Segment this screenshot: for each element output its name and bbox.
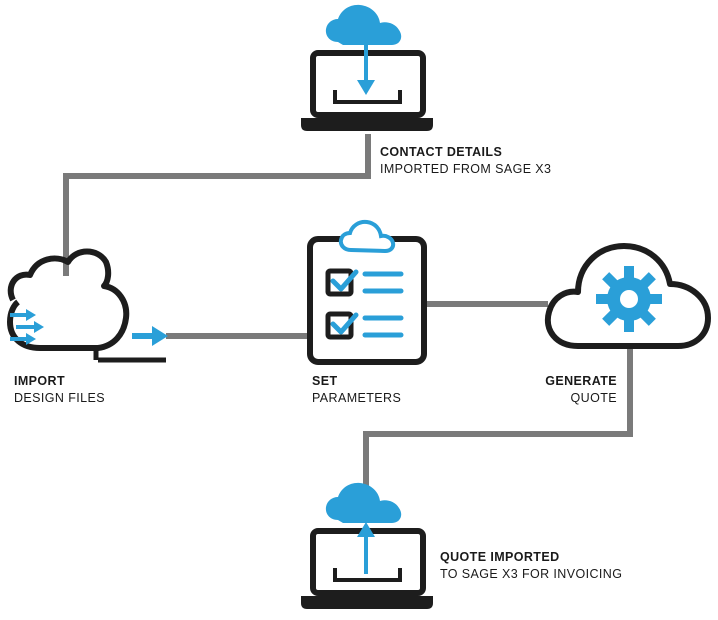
label-contact-details: CONTACT DETAILS IMPORTED FROM SAGE X3 <box>380 144 551 178</box>
laptop-cloud-download-icon <box>301 4 433 131</box>
checkmark-1 <box>330 269 359 292</box>
connector-contact-to-import <box>63 134 371 276</box>
import-forward-arrow-icon <box>132 326 168 346</box>
clipboard-board <box>307 236 427 365</box>
checkbox-2 <box>325 311 354 340</box>
label-title: GENERATE <box>545 374 617 388</box>
tray-bottom <box>333 568 402 582</box>
label-subtitle: IMPORTED FROM SAGE X3 <box>380 162 552 176</box>
connector-generate-to-quote <box>363 346 633 486</box>
laptop-base <box>301 118 433 131</box>
gear-icon <box>596 266 662 332</box>
clipboard-checklist-icon <box>307 219 427 365</box>
tray <box>333 90 402 104</box>
laptop-base-bottom <box>301 596 433 609</box>
label-subtitle: PARAMETERS <box>312 391 402 405</box>
label-generate: GENERATE QUOTE <box>545 373 617 407</box>
gear-cloud-outline <box>544 243 711 349</box>
cloud-top <box>325 4 402 45</box>
cloud-gear-icon <box>544 243 711 349</box>
label-title: QUOTE IMPORTED <box>440 550 560 564</box>
label-title: IMPORT <box>14 374 66 388</box>
label-subtitle: DESIGN FILES <box>14 391 105 405</box>
cloud-bottom <box>325 482 402 523</box>
clipboard-cloud-clip <box>338 219 396 254</box>
label-quote-imported: QUOTE IMPORTED TO SAGE X3 FOR INVOICING <box>440 549 622 583</box>
label-set: SET PARAMETERS <box>312 373 401 407</box>
label-import: IMPORT DESIGN FILES <box>14 373 105 407</box>
laptop-cloud-upload-icon <box>301 482 433 609</box>
label-subtitle: QUOTE <box>570 391 617 405</box>
download-arrow-head <box>357 80 375 95</box>
checklist-lines <box>362 271 404 338</box>
import-cloud-outline <box>7 248 130 351</box>
connectors <box>63 134 633 486</box>
label-subtitle: TO SAGE X3 FOR INVOICING <box>440 567 623 581</box>
label-title: CONTACT DETAILS <box>380 145 503 159</box>
checkmark-2 <box>330 312 359 335</box>
label-title: SET <box>312 374 338 388</box>
checkbox-1 <box>325 268 354 297</box>
import-arrows-icon <box>10 309 44 345</box>
cloud-import-icon <box>7 248 168 363</box>
upload-arrow-head <box>357 522 375 537</box>
